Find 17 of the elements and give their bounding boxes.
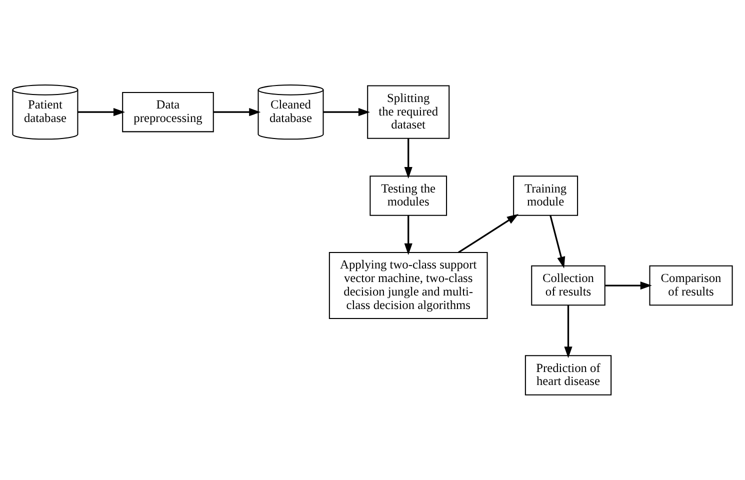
node-box: Testing the modules	[370, 176, 448, 216]
arrow	[214, 108, 261, 116]
node-box: Comparison of results	[649, 265, 733, 306]
node-box: Applying two-class support vector machine, two-class decision jungle and multi-class decision algorithms	[328, 252, 488, 320]
node-box: Data preprocessing	[122, 92, 214, 132]
node-box: Splitting the required dataset	[367, 85, 450, 139]
node-box: Collection of results	[531, 265, 606, 306]
node-box: Prediction of heart disease	[524, 355, 612, 396]
arrow	[78, 108, 126, 116]
arrow	[564, 305, 572, 358]
arrow	[404, 215, 412, 255]
arrow	[550, 215, 566, 268]
node-box: Training module	[513, 176, 578, 216]
arrow	[404, 138, 412, 179]
arrow	[458, 214, 519, 254]
arrow	[323, 108, 370, 116]
arrow	[605, 281, 652, 290]
